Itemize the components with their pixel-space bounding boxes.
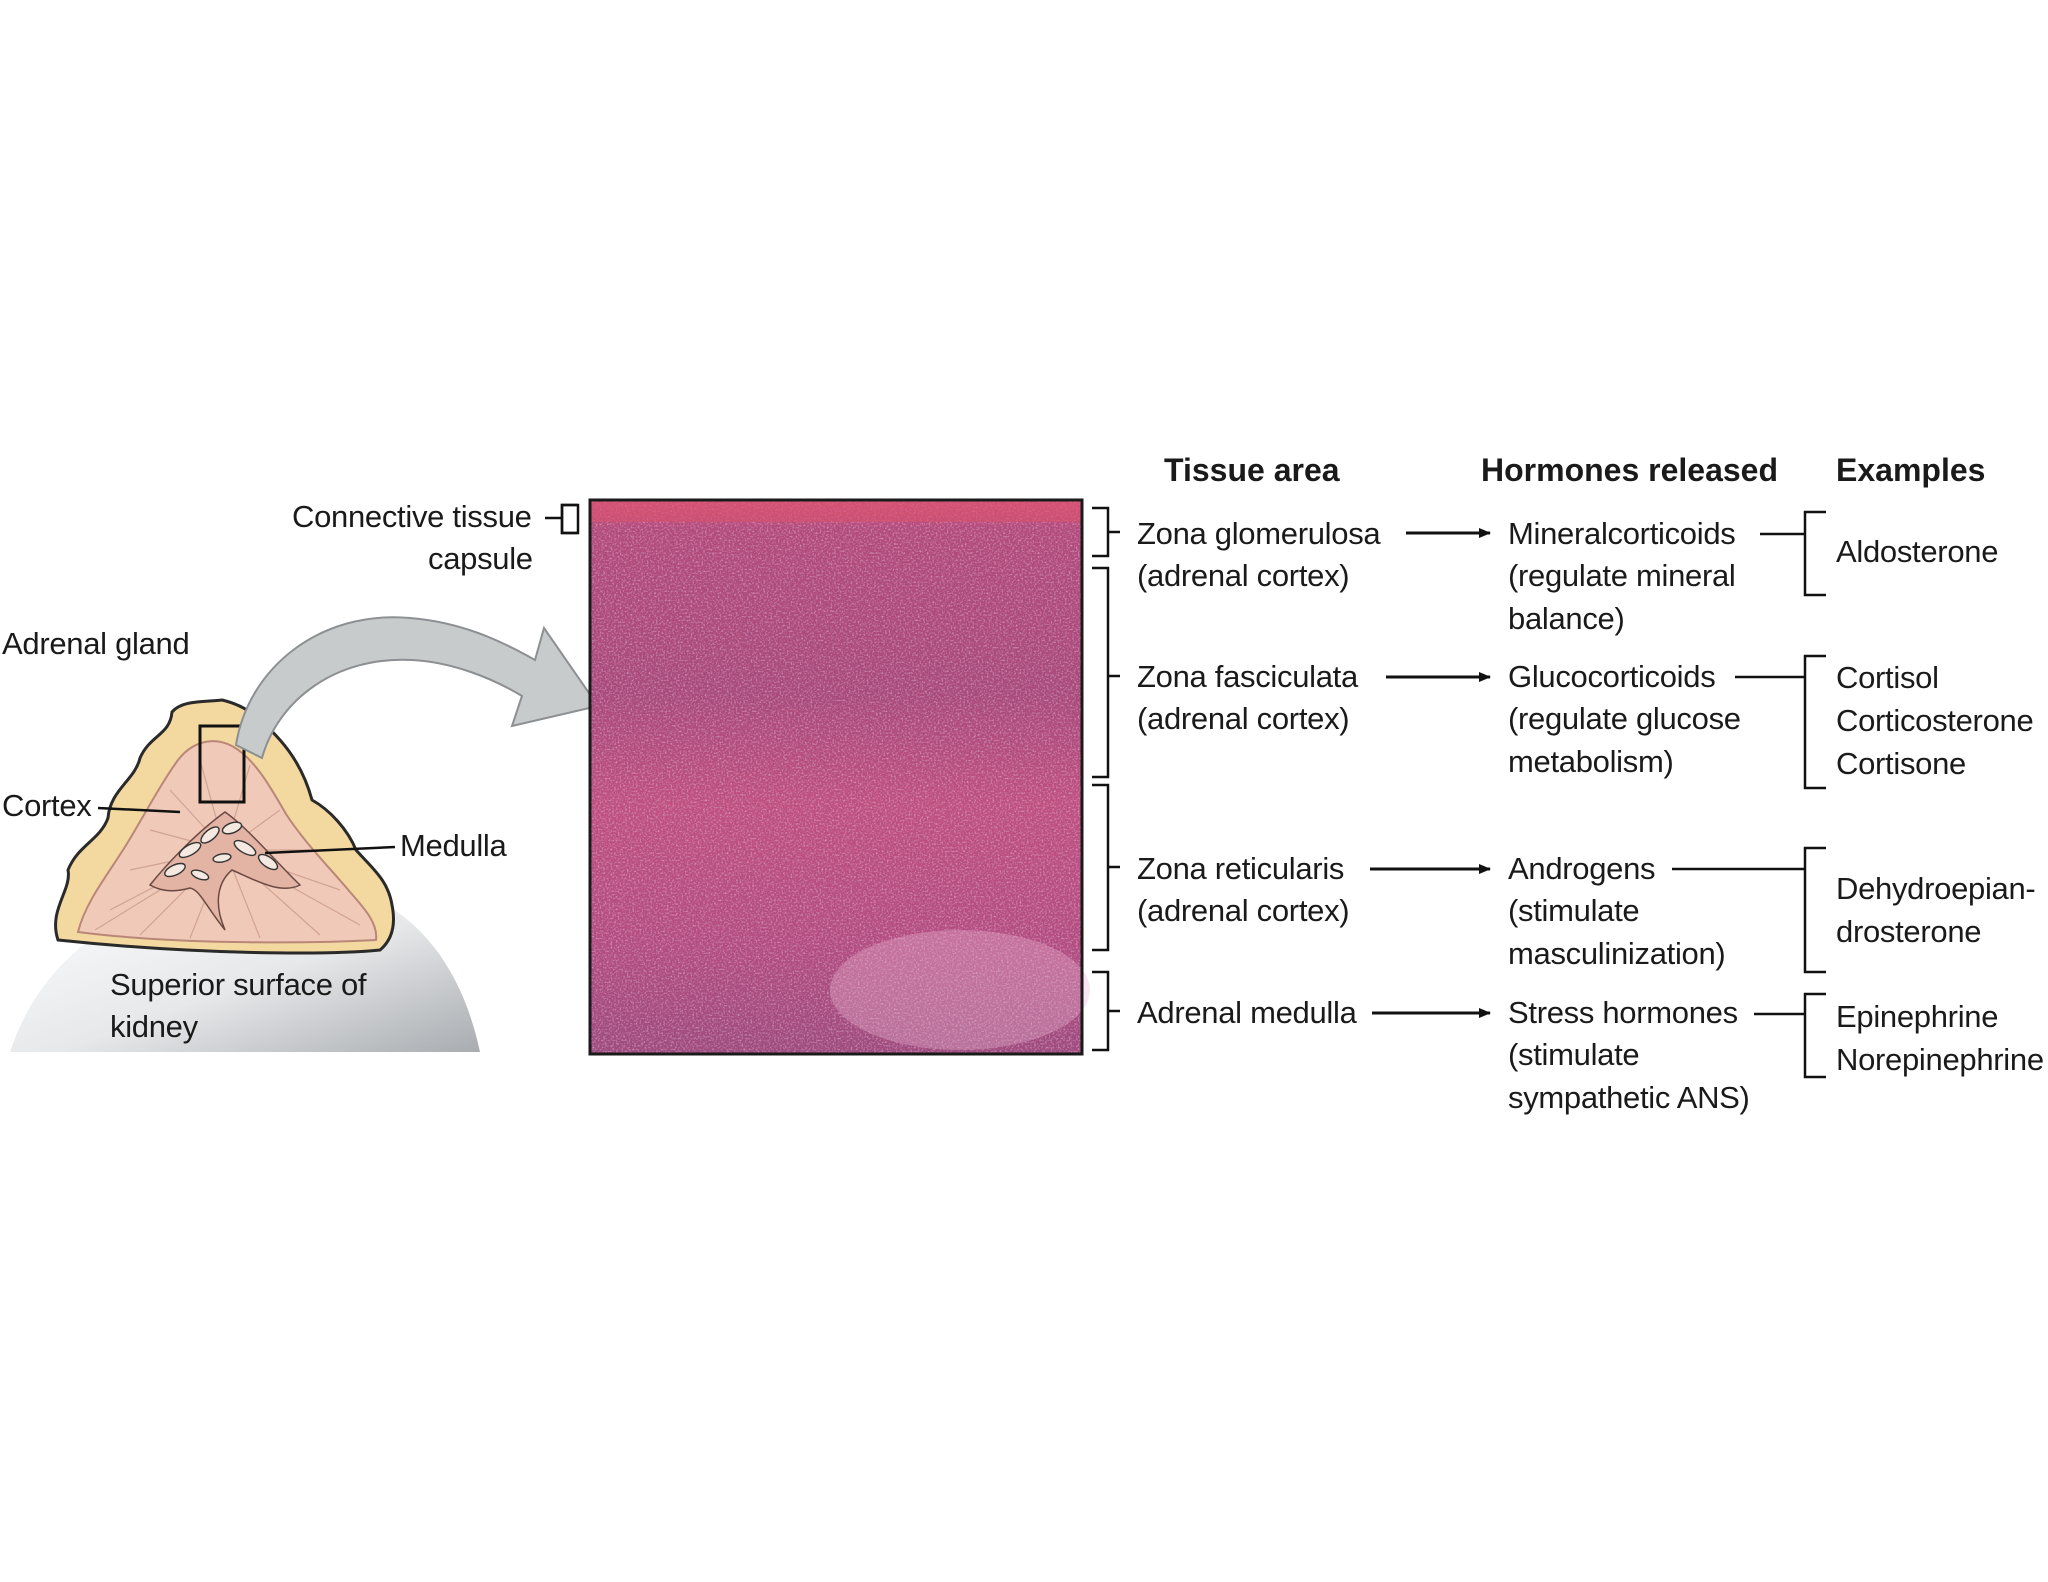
label-capsule: capsule xyxy=(428,541,533,576)
cortex-pointer xyxy=(97,806,181,814)
examples-4: Epinephrine Norepinephrine xyxy=(1836,999,2044,1077)
label-connective-tissue: Connective tissue xyxy=(292,499,532,534)
zone-name-3: Zona reticularis xyxy=(1137,851,1345,886)
zone-sub-3: (adrenal cortex) xyxy=(1137,893,1350,928)
example-brackets xyxy=(1672,510,1826,1079)
hormone-name-4: Stress hormones xyxy=(1508,995,1738,1030)
histology-micrograph xyxy=(588,498,1090,1056)
hormone-desc-3: (stimulate masculinization) xyxy=(1508,893,1726,971)
hormone-name-2: Glucocorticoids xyxy=(1508,659,1716,694)
header-hormones-released: Hormones released xyxy=(1481,452,1779,488)
zone-brackets xyxy=(1092,506,1120,1052)
examples-3: Dehydroepian- drosterone xyxy=(1836,871,2036,949)
header-examples: Examples xyxy=(1836,452,1986,488)
header-tissue-area: Tissue area xyxy=(1164,452,1340,488)
hormone-desc-1: (regulate mineral balance) xyxy=(1508,558,1736,636)
zone-sub-1: (adrenal cortex) xyxy=(1137,558,1350,593)
zone-sub-2: (adrenal cortex) xyxy=(1137,701,1350,736)
medulla-pointer xyxy=(264,845,396,855)
hormone-name-1: Mineralcorticoids xyxy=(1508,516,1736,551)
zone-arrows xyxy=(1370,528,1491,1018)
zone-name-2: Zona fasciculata xyxy=(1137,659,1358,694)
adrenal-medulla-shape xyxy=(148,811,302,931)
medulla-vessels xyxy=(164,821,279,881)
hormone-name-3: Androgens xyxy=(1508,851,1656,886)
zone-name-1: Zona glomerulosa xyxy=(1137,516,1381,551)
label-adrenal-gland: Adrenal gland xyxy=(2,626,190,661)
magnify-arrow xyxy=(234,616,600,760)
examples-2: Cortisol Corticosterone Cortisone xyxy=(1836,660,2034,781)
hormone-desc-2: (regulate glucose metabolism) xyxy=(1508,701,1741,779)
label-kidney-line2: kidney xyxy=(110,1009,198,1044)
label-kidney-line1: Superior surface of xyxy=(110,967,367,1002)
hormone-desc-4: (stimulate sympathetic ANS) xyxy=(1508,1037,1750,1115)
gland-inset-box xyxy=(198,724,246,804)
label-cortex: Cortex xyxy=(2,788,92,823)
label-medulla: Medulla xyxy=(400,828,507,863)
zone-name-4: Adrenal medulla xyxy=(1137,995,1357,1030)
examples-1: Aldosterone xyxy=(1836,534,1999,569)
